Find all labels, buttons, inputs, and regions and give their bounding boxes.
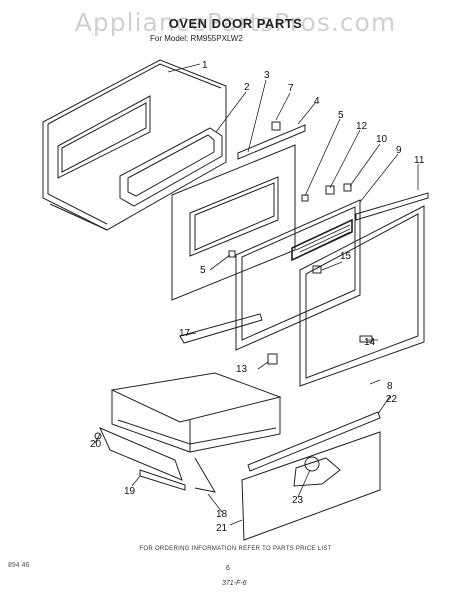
part-drawer-front[interactable] [241, 431, 381, 541]
callout-20: 20 [90, 439, 102, 450]
drawing-code: 894 46 [8, 562, 30, 569]
callout-14: 14 [364, 337, 376, 348]
callout-9: 9 [396, 145, 402, 156]
diagram-title: OVEN DOOR PARTS [168, 16, 303, 31]
ordering-note: FOR ORDERING INFORMATION REFER TO PARTS … [139, 546, 332, 552]
callout-23: 23 [292, 495, 304, 506]
part-side-channel[interactable] [355, 192, 429, 221]
part-door-glass[interactable] [235, 199, 361, 351]
callout-labels: 1 2 3 7 4 5 12 10 9 11 5 15 17 14 13 8 2… [90, 60, 425, 534]
part-slide-rail[interactable] [247, 411, 381, 472]
callout-13: 13 [236, 364, 248, 375]
leader-lines [94, 63, 419, 526]
part-storage-drawer[interactable] [99, 372, 282, 493]
part-bottom-trim[interactable] [179, 313, 263, 344]
part-inner-door-panel[interactable] [171, 144, 296, 301]
callout-11: 11 [414, 155, 425, 166]
callout-2: 2 [244, 82, 250, 93]
callout-17: 17 [179, 328, 191, 339]
callout-22: 22 [386, 394, 398, 405]
callout-12: 12 [356, 121, 368, 132]
part-door-liner[interactable] [299, 205, 425, 387]
part-door-trim[interactable] [237, 124, 306, 160]
callout-7: 7 [288, 83, 294, 94]
callout-4: 4 [314, 96, 320, 107]
callout-5-side: 5 [200, 265, 206, 276]
page-number: 6 [226, 565, 230, 572]
callout-3: 3 [264, 70, 270, 81]
callout-15: 15 [340, 251, 352, 262]
callout-19: 19 [124, 486, 136, 497]
callout-8: 8 [387, 381, 393, 392]
revision-code: 371-F-6 [222, 580, 247, 587]
callout-5-top: 5 [338, 110, 344, 121]
callout-1: 1 [202, 60, 208, 71]
callout-21: 21 [216, 523, 228, 534]
callout-10: 10 [376, 134, 388, 145]
callout-18: 18 [216, 509, 228, 520]
model-subtitle: For Model: RM955PXLW2 [150, 34, 243, 43]
part-small-hardware[interactable] [94, 121, 373, 472]
part-window-frame[interactable] [119, 127, 223, 207]
part-outer-door-panel[interactable] [42, 59, 227, 231]
